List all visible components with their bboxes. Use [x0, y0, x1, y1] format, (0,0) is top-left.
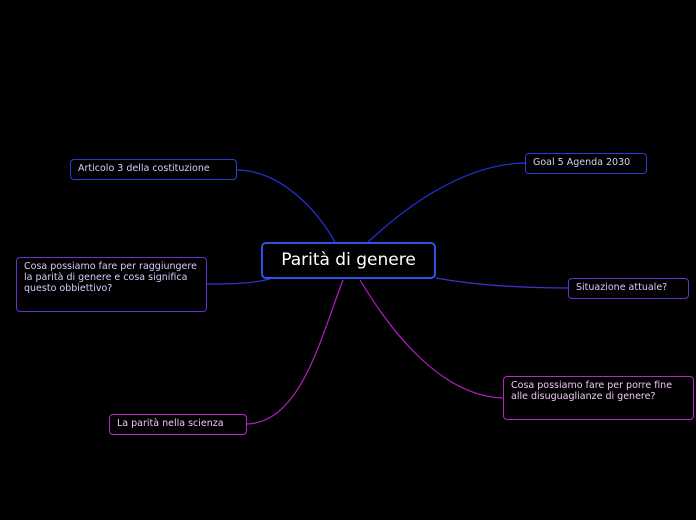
topic-parita-scienza[interactable]: La parità nella scienza	[109, 414, 247, 435]
connector-articolo	[235, 169, 337, 245]
connector-cosa-fare	[205, 278, 271, 285]
connector-situazione	[435, 277, 569, 289]
connector-disuguaglianze	[359, 279, 504, 399]
connector-scienza	[245, 279, 344, 425]
topic-goal-5[interactable]: Goal 5 Agenda 2030	[525, 153, 647, 174]
topic-disuguaglianze[interactable]: Cosa possiamo fare per porre fine alle d…	[503, 376, 694, 420]
central-topic[interactable]: Parità di genere	[261, 242, 436, 279]
connector-goal	[365, 162, 526, 245]
topic-cosa-possiamo-fare[interactable]: Cosa possiamo fare per raggiungere la pa…	[16, 257, 207, 312]
topic-situazione-attuale[interactable]: Situazione attuale?	[568, 278, 689, 299]
topic-articolo-3[interactable]: Articolo 3 della costituzione	[70, 159, 237, 180]
